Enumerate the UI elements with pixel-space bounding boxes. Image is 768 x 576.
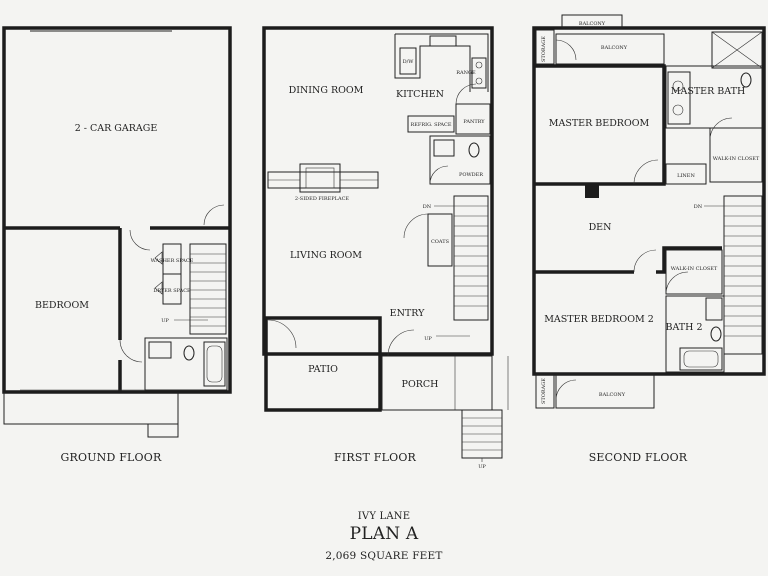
community-name: IVY LANE — [357, 511, 411, 522]
room-label-patio: PATIO — [308, 364, 338, 375]
label-ground-up: UP — [161, 318, 169, 324]
ground-toilet — [183, 345, 195, 361]
label-walkin-2: WALK-IN CLOSET — [671, 266, 718, 272]
room-label-master-bedroom-2: MASTER BEDROOM 2 — [544, 314, 654, 325]
ground-floor-plan: 2 - CAR GARAGE BEDROOM WASHER SPACE DRYE… — [2, 26, 232, 438]
garage-door-swing — [129, 229, 151, 251]
label-walkin: WALK-IN CLOSET — [713, 156, 760, 162]
dryer-space — [162, 273, 182, 305]
porch — [381, 355, 493, 411]
kitchen-counter — [394, 33, 489, 92]
stair-door-swing — [203, 204, 225, 226]
room-label-master-bedroom: MASTER BEDROOM — [549, 118, 650, 129]
ground-floor-outline — [2, 26, 232, 394]
label-range: RANGE — [456, 70, 476, 76]
room-label-entry: ENTRY — [390, 308, 425, 319]
den-walls — [534, 246, 722, 274]
laundry-arrows — [154, 251, 163, 295]
walkin-closet-2 — [665, 249, 723, 295]
label-powder: POWDER — [459, 172, 483, 178]
bedroom-door-swing — [119, 339, 143, 363]
ground-stairs — [174, 243, 227, 335]
label-fireplace: 2-SIDED FIREPLACE — [295, 196, 350, 202]
label-second-dn: DN — [694, 204, 703, 210]
label-porch-up: UP — [478, 464, 486, 470]
label-first-up: UP — [424, 336, 432, 342]
room-label-kitchen: KITCHEN — [396, 89, 444, 100]
ground-floor-caption: GROUND FLOOR — [60, 451, 162, 464]
porch-stairs — [454, 356, 509, 462]
label-pantry: PANTRY — [463, 119, 485, 125]
entry-door-swing — [387, 329, 415, 357]
coat-closet — [427, 213, 453, 267]
first-floor-plan: DINING ROOM KITCHEN REFRIG. SPACE PANTRY… — [262, 26, 509, 470]
dishwasher — [399, 47, 417, 75]
label-linen: LINEN — [677, 173, 695, 179]
linen-closet — [665, 163, 707, 185]
label-storage-top: STORAGE — [541, 36, 547, 62]
kitchen-sink — [429, 35, 457, 47]
square-footage: 2,069 SQUARE FEET — [325, 550, 443, 562]
room-label-porch: PORCH — [402, 379, 439, 390]
refrig-space — [407, 115, 455, 133]
pantry — [455, 103, 491, 135]
second-floor-caption: SECOND FLOOR — [588, 451, 688, 464]
range — [471, 57, 487, 89]
label-refrig: REFRIG. SPACE — [410, 122, 451, 128]
ground-entry-step — [3, 392, 179, 438]
bath-2 — [665, 295, 725, 373]
walkin-closet — [709, 127, 763, 183]
master-bath — [665, 65, 763, 129]
first-floor-outline — [262, 26, 494, 356]
label-dryer: DRYER SPACE — [153, 288, 191, 294]
label-balcony-inner: BALCONY — [601, 45, 628, 51]
fireplace-symbol — [267, 163, 379, 193]
first-stairs — [434, 195, 489, 337]
ground-tub — [203, 341, 226, 387]
label-balcony-bottom: BALCONY — [599, 392, 626, 398]
storage-top — [535, 29, 555, 65]
patio — [264, 316, 382, 412]
plan-title: PLAN A — [349, 524, 419, 544]
room-label-garage: 2 - CAR GARAGE — [75, 123, 158, 134]
storage-bottom — [535, 373, 555, 409]
room-label-den: DEN — [589, 222, 612, 233]
balcony-inner — [555, 33, 665, 65]
top-balcony-rail — [561, 14, 623, 29]
label-washer: WASHER SPACE — [151, 258, 194, 264]
room-label-living: LIVING ROOM — [290, 250, 362, 261]
label-balcony-top: BALCONY — [579, 21, 606, 27]
ground-sink — [148, 341, 172, 359]
label-storage-bottom: STORAGE — [541, 378, 547, 404]
label-first-dn: DN — [423, 204, 432, 210]
label-coats: COATS — [431, 239, 450, 245]
first-floor-caption: FIRST FLOOR — [333, 451, 417, 464]
room-label-master-bath: MASTER BATH — [671, 86, 745, 97]
powder-room — [429, 135, 491, 185]
balcony-bottom — [555, 373, 655, 409]
room-label-bedroom: BEDROOM — [35, 300, 89, 311]
label-dw: D/W — [403, 59, 415, 65]
room-label-bath-2: BATH 2 — [665, 322, 702, 333]
shower — [711, 31, 763, 69]
room-label-dining: DINING ROOM — [289, 85, 364, 96]
den-chimney — [585, 184, 599, 198]
second-floor-plan: BALCONY BALCONY STORAGE MASTER BEDROOM M… — [532, 14, 766, 409]
second-stairs — [704, 195, 763, 355]
